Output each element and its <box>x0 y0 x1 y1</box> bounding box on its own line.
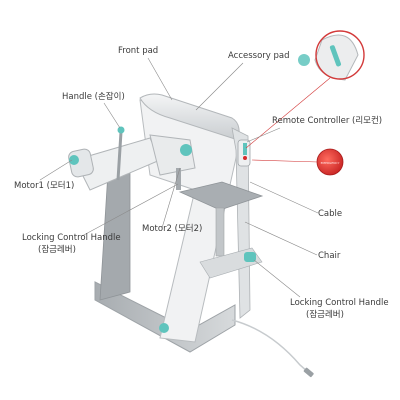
label-locking-right-line2: (잠금레버) <box>306 310 344 320</box>
leader-front-pad <box>147 57 173 101</box>
front-pad <box>139 93 240 141</box>
handle-tip <box>117 126 125 134</box>
remote-accent <box>243 143 247 155</box>
motor1-accent <box>69 155 79 165</box>
emergency-button-text: EMERGENCY <box>321 161 340 165</box>
locking-handle-left <box>176 168 181 190</box>
leader-remote <box>246 127 281 143</box>
chair-seat <box>178 181 264 211</box>
leader-locking-right <box>253 259 301 298</box>
leader-locking-left <box>81 183 179 237</box>
label-locking-left-line2: (잠금레버) <box>38 245 76 255</box>
inset-callout-circle <box>315 30 365 80</box>
chair-post <box>215 207 225 257</box>
inset-callout-line <box>245 77 331 149</box>
motor2-accent <box>180 144 192 156</box>
remote-red-dot <box>243 156 247 160</box>
label-cable: Cable <box>318 209 343 219</box>
label-chair: Chair <box>318 251 341 261</box>
cable <box>231 319 309 373</box>
leader-cable <box>249 181 319 214</box>
cable-plug <box>303 367 314 378</box>
right-upright <box>231 127 251 319</box>
leader-lines <box>39 57 319 298</box>
locking-handle-right <box>244 252 256 262</box>
emergency-leader <box>251 159 319 163</box>
label-handle: Handle (손잡이) <box>62 92 125 102</box>
leader-accessory-pad <box>195 62 244 111</box>
label-front-pad: Front pad <box>118 46 159 56</box>
inset-teal-knob <box>298 54 310 66</box>
label-accessory-pad: Accessory pad <box>228 51 290 61</box>
handle-rod <box>116 131 123 181</box>
label-locking-right-line1: Locking Control Handle <box>290 298 389 308</box>
inset-remote-accent <box>329 45 342 67</box>
label-locking-left-line1: Locking Control Handle <box>22 233 121 243</box>
label-remote-controller: Remote Controller (리모컨) <box>272 116 383 126</box>
leader-chair <box>244 221 318 256</box>
leader-handle <box>103 102 121 129</box>
leader-motor1 <box>39 159 73 181</box>
label-motor2: Motor2 (모터2) <box>142 224 203 234</box>
leader-motor2 <box>161 167 181 229</box>
logo-mark <box>159 323 169 333</box>
label-motor1: Motor1 (모터1) <box>14 181 75 191</box>
